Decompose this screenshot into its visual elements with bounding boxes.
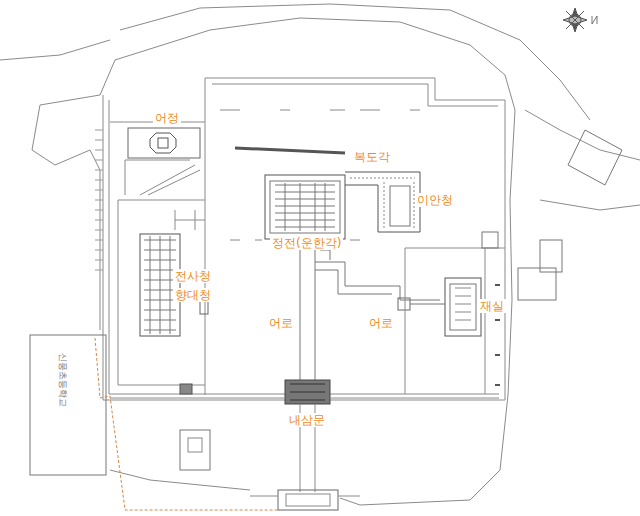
area-label: 이안청 <box>415 193 455 207</box>
area-label: 어로 <box>267 316 295 330</box>
area-label: 내삼문 <box>287 413 327 427</box>
area-label: 어로 <box>367 316 395 330</box>
area-label: 정전(운한각) <box>270 236 343 250</box>
building-name: 신풍초등학교 <box>58 351 69 409</box>
area-label: 어정 <box>153 111 181 125</box>
area-label: 재실 <box>478 299 506 313</box>
area-label: 복도각 <box>352 150 392 164</box>
area-label: 향대청 <box>173 288 213 302</box>
area-label: 전사청 <box>173 269 213 283</box>
